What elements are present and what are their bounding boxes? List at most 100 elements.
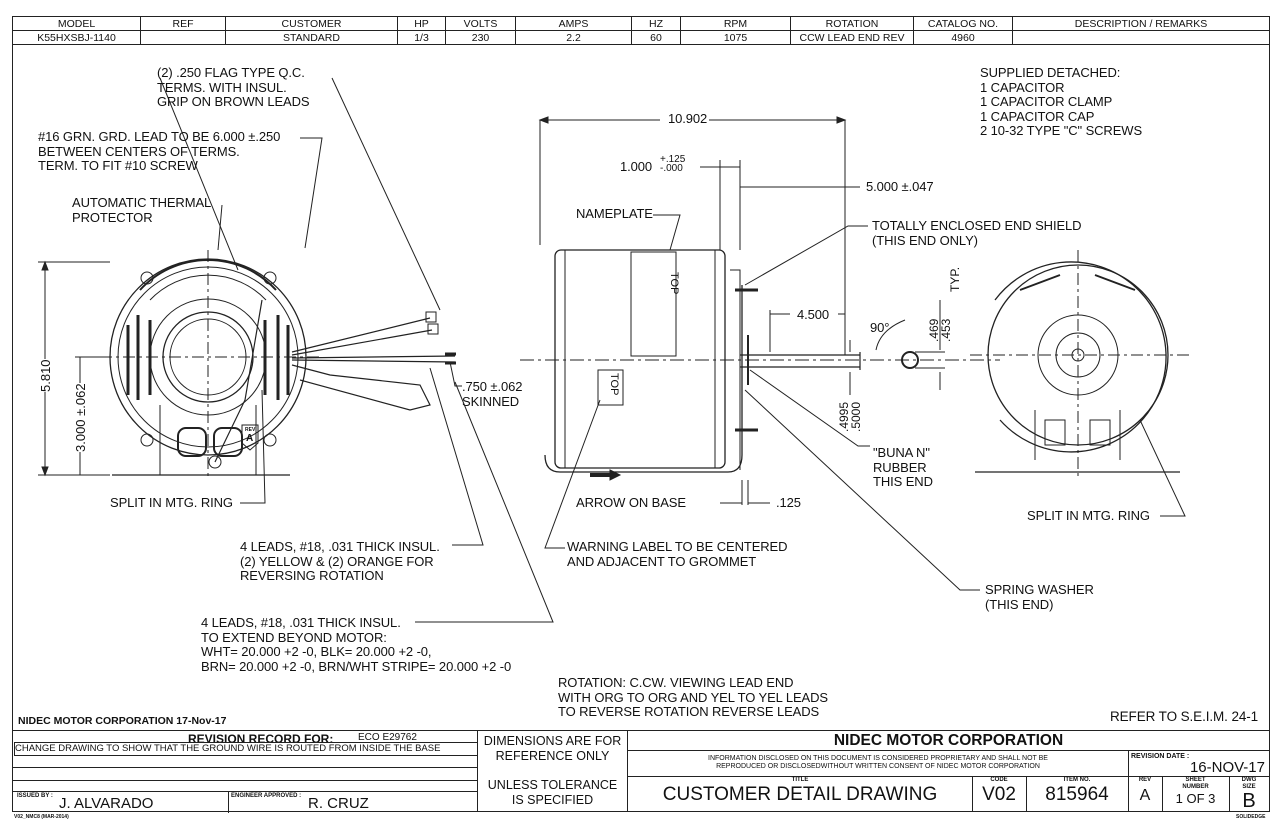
spec-value-cell: 4960 — [913, 30, 1013, 45]
note-line: PROTECTOR — [72, 209, 153, 225]
note-line: AUTOMATIC THERMAL — [72, 195, 212, 210]
dim-center-height: 3.000 ±.062 — [73, 383, 88, 452]
eco-number: ECO E29762 — [358, 732, 417, 743]
cad-label: SOLIDEDGE — [1236, 814, 1266, 820]
dim-overall-length: 10.902 — [666, 111, 710, 127]
spec-value-cell: STANDARD — [225, 30, 398, 45]
item-number: 815964 — [1045, 784, 1109, 805]
revision-date: 16-NOV-17 — [1189, 759, 1265, 776]
engineer: R. CRUZ — [308, 795, 369, 812]
item-label: ITEM NO. — [1063, 777, 1091, 783]
note-line: WARNING LABEL TO BE CENTERED — [567, 539, 788, 554]
issued-by-label: ISSUED BY : — [17, 793, 53, 799]
seim-reference: REFER TO S.E.I.M. 24-1 — [1110, 709, 1259, 724]
note-line: 4 LEADS, #18, .031 THICK INSUL. — [201, 615, 401, 630]
dim-washer-thickness: .125 — [776, 495, 801, 510]
note-line: 1 CAPACITOR CLAMP — [980, 94, 1113, 109]
note-line: REPRODUCED OR DISCLOSEDWITHOUT WRITTEN C… — [716, 763, 1040, 770]
spec-header-cell: DESCRIPTION / REMARKS — [1012, 16, 1270, 31]
end-shield-note: TOTALLY ENCLOSED END SHIELD(THIS END ONL… — [872, 218, 1082, 248]
note-line: TERMS. WITH INSUL. — [157, 79, 287, 95]
rev-label: REV — [1138, 777, 1152, 783]
spec-header-cell: VOLTS — [445, 16, 516, 31]
code-label: CODE — [990, 777, 1008, 783]
note-line: TERM. TO FIT #10 SCREW — [38, 158, 198, 173]
note-line: WHT= 20.000 +2 -0, BLK= 20.000 +2 -0, — [201, 644, 432, 659]
top-label-nameplate: TOP — [668, 272, 680, 295]
company-name: NIDEC MOTOR CORPORATION — [628, 731, 1269, 751]
flag-terminals-note: (2) .250 FLAG TYPE Q.C.TERMS. WITH INSUL… — [157, 65, 310, 110]
note-line: 1 CAPACITOR — [980, 79, 1065, 95]
title-label: TITLE — [791, 777, 809, 783]
dim-shaft-flat: 1.000 — [620, 159, 653, 174]
item-cell: ITEM NO. 815964 — [1026, 777, 1129, 812]
spec-value-cell: 1075 — [680, 30, 791, 45]
shaft-end-view — [970, 250, 1190, 517]
note-line: AND ADJACENT TO GROMMET — [567, 553, 757, 569]
dim-typ: TYP. — [948, 266, 962, 292]
note-line: (THIS END ONLY) — [872, 232, 978, 248]
size-cell: DWG SIZE B — [1229, 777, 1269, 812]
spec-value-cell: 2.2 — [515, 30, 632, 45]
nameplate-label: NAMEPLATE — [576, 206, 653, 221]
dim-shaft-length: 5.000 ±.047 — [866, 179, 934, 194]
note-line: IS SPECIFIED — [511, 793, 594, 807]
code-cell: CODE V02 — [972, 777, 1027, 812]
spec-value-cell: K55HXSBJ-1140 — [12, 30, 141, 45]
code-value: V02 — [982, 784, 1016, 805]
note-line: #16 GRN. GRD. LEAD TO BE 6.000 ±.250 — [38, 129, 281, 144]
note-line: TO EXTEND BEYOND MOTOR: — [201, 629, 387, 645]
company-date: NIDEC MOTOR CORPORATION 17-Nov-17 — [18, 715, 227, 727]
rev-flag-letter: A — [246, 433, 254, 444]
note-line: SUPPLIED DETACHED: — [980, 65, 1121, 80]
split-ring-note-right: SPLIT IN MTG. RING — [1027, 508, 1150, 523]
form-code: V02_NMC8 (MAR-2014) — [14, 814, 69, 820]
note-line: 2 10-32 TYPE "C" SCREWS — [980, 123, 1143, 138]
note-line: .750 ±.062 — [462, 379, 523, 394]
note-line: RUBBER — [873, 459, 927, 475]
note-line: BRN= 20.000 +2 -0, BRN/WHT STRIPE= 20.00… — [201, 658, 512, 674]
note-line: GRIP ON BROWN LEADS — [157, 94, 310, 109]
lead-length-note: 4 LEADS, #18, .031 THICK INSUL.TO EXTEND… — [201, 615, 512, 674]
revision-description: CHANGE DRAWING TO SHOW THAT THE GROUND W… — [14, 742, 478, 756]
drawing-title: CUSTOMER DETAIL DRAWING — [662, 784, 938, 805]
note-line: DIMENSIONS ARE FOR — [483, 734, 622, 748]
top-label-warning: TOP — [608, 373, 620, 396]
note-line: SKINNED — [462, 393, 520, 409]
rev-cell: REV A — [1128, 777, 1163, 812]
rev-flag-small: REV — [245, 427, 256, 433]
dim-angle: 90° — [870, 320, 890, 335]
note-line: UNLESS TOLERANCE — [487, 778, 618, 792]
dim-flat-depth: .469.453 — [927, 318, 953, 342]
sheet-cell: SHEET NUMBER 1 OF 3 — [1162, 777, 1230, 812]
issued-by: J. ALVARADO — [59, 795, 154, 812]
note-line: ROTATION: C.CW. VIEWING LEAD END — [558, 675, 794, 690]
side-view — [520, 116, 1000, 591]
engineer-label: ENGINEER APPROVED : — [231, 793, 302, 799]
sheet-label: SHEET NUMBER — [1182, 777, 1209, 790]
size-label: DWG SIZE — [1241, 777, 1257, 790]
note-line: 4 LEADS, #18, .031 THICK INSUL. — [240, 539, 440, 554]
split-ring-note-left: SPLIT IN MTG. RING — [110, 495, 233, 510]
dim-shaft-flat-tol: +.125-.000 — [660, 154, 686, 174]
note-line: SPRING WASHER — [985, 582, 1094, 597]
spring-washer-note: SPRING WASHER(THIS END) — [985, 582, 1094, 612]
note-line: REVERSING ROTATION — [240, 568, 384, 583]
note-line: INFORMATION DISCLOSED ON THIS DOCUMENT I… — [708, 755, 1048, 762]
note-line: TOTALLY ENCLOSED END SHIELD — [872, 218, 1082, 233]
sheet-number: 1 OF 3 — [1175, 791, 1216, 806]
note-line: BETWEEN CENTERS OF TERMS. — [38, 143, 240, 159]
note-line: "BUNA N" — [873, 445, 930, 460]
proprietary-notice: INFORMATION DISCLOSED ON THIS DOCUMENT I… — [628, 751, 1128, 777]
spec-value-cell — [1012, 30, 1270, 45]
dim-shaft-diameter: .4995.5000 — [837, 401, 863, 432]
revision-date-cell: REVISION DATE : 16-NOV-17 — [1128, 751, 1269, 777]
note-line: (THIS END) — [985, 596, 1054, 612]
